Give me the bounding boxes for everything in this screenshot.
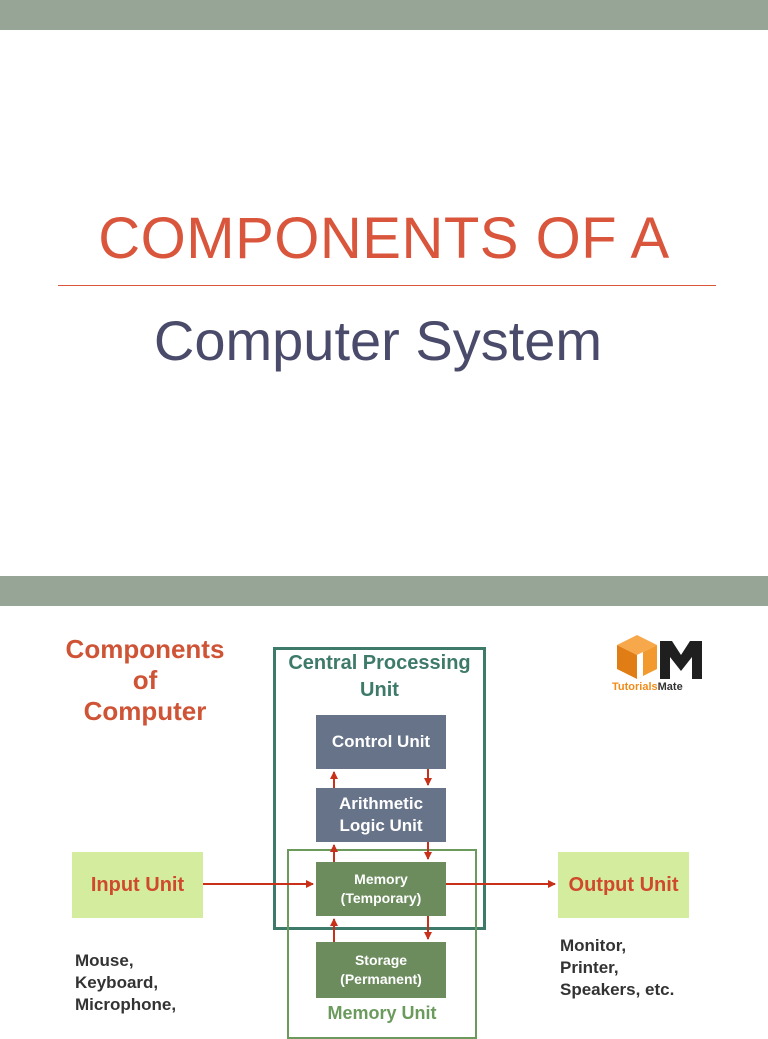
cpu-frame (273, 647, 486, 930)
control-unit-box: Control Unit (316, 715, 446, 769)
logo-text-tutorials: Tutorials (612, 681, 658, 693)
output-unit-box: Output Unit (558, 852, 689, 918)
title-divider (58, 285, 716, 286)
logo-text-mate: Mate (657, 681, 683, 693)
slide-title: COMPONENTS OF A (98, 206, 670, 271)
top-slide-bar (0, 0, 768, 30)
memory-unit-label: Memory Unit (327, 1003, 437, 1023)
cube-logo-icon (617, 635, 657, 679)
logo-wordmark: TutorialsMate (612, 681, 683, 693)
diagram-title: Components of Computer (65, 634, 225, 726)
input-examples: Mouse, Keyboard, Microphone, (75, 951, 177, 1014)
input-unit-box: Input Unit (72, 852, 203, 918)
m-logo-icon (660, 641, 702, 679)
tutorialsmate-logo: TutorialsMate (612, 633, 706, 699)
slide-subtitle: Computer System (153, 309, 603, 372)
alu-box: Arithmetic Logic Unit (316, 788, 446, 842)
storage-box: Storage (Permanent) (316, 942, 446, 998)
output-examples: Monitor, Printer, Speakers, etc. (560, 936, 675, 999)
cpu-label: Central Processing Unit (288, 652, 471, 701)
second-slide-bar (0, 576, 768, 606)
memory-box: Memory (Temporary) (316, 862, 446, 916)
